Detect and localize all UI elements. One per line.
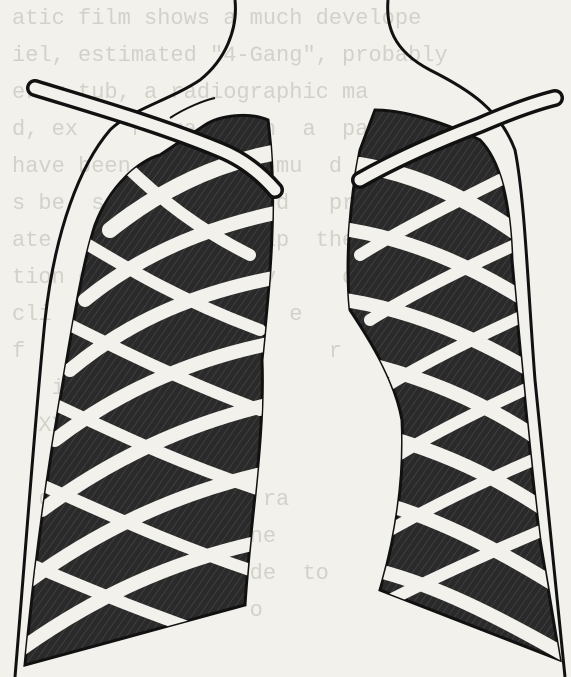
neck-line-left (170, 98, 215, 118)
